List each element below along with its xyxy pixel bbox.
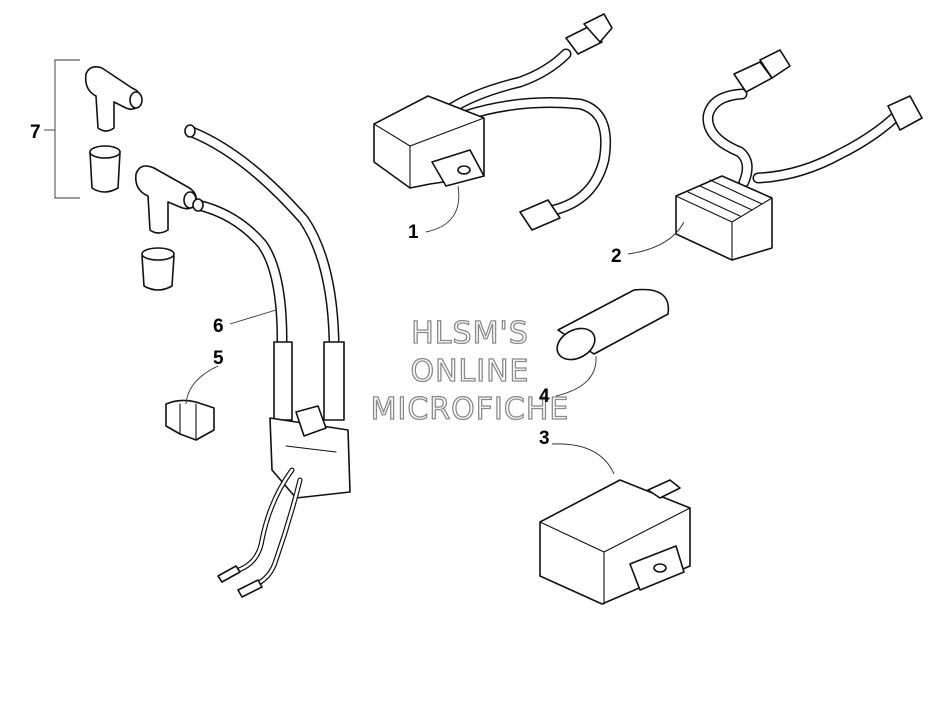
callout-3: 3 — [539, 428, 550, 449]
callout-6: 6 — [213, 316, 224, 337]
watermark-line-1: HLSM'S — [411, 316, 529, 351]
part-5-wire-clip — [165, 365, 219, 441]
callout-5: 5 — [213, 348, 224, 369]
callout-labels: 1 2 3 4 5 6 7 — [30, 122, 622, 449]
part-7-spark-plug-cap-lower — [134, 165, 198, 291]
part-3-control-module — [539, 443, 691, 605]
callout-1: 1 — [408, 222, 419, 243]
callout-2: 2 — [611, 246, 622, 267]
watermark-line-3: MICROFICHE — [371, 392, 570, 427]
part-2-voltage-regulator — [627, 49, 923, 261]
part-6-ignition-coil — [184, 124, 351, 598]
callout-7: 7 — [30, 122, 41, 143]
part-7-spark-plug-caps — [44, 59, 143, 199]
watermark: HLSM'S ONLINE MICROFICHE — [370, 315, 570, 427]
callout-4: 4 — [539, 386, 550, 407]
part-4-sleeve — [555, 288, 670, 397]
part-1-cdi-module — [373, 13, 613, 233]
watermark-line-2: ONLINE — [410, 354, 529, 389]
